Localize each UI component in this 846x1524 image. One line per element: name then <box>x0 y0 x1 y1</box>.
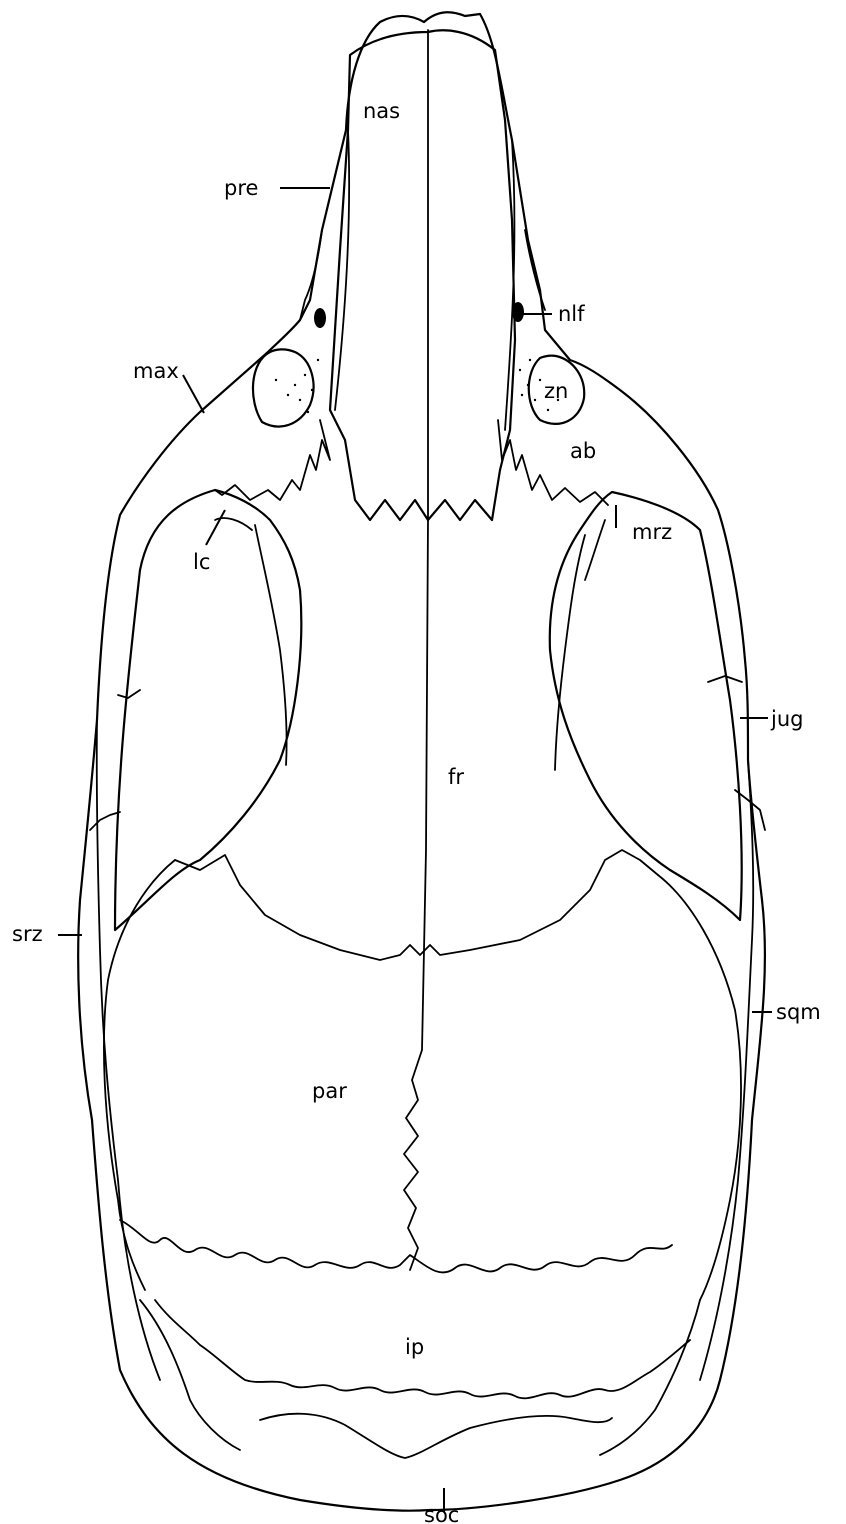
parietal-boundary-right <box>658 875 741 1300</box>
foramen-right <box>512 302 524 322</box>
jugal-suture-left <box>118 690 140 698</box>
midline-suture <box>404 30 428 1270</box>
zygomatic-notch-left <box>253 349 314 426</box>
label-srz: srz <box>12 922 43 946</box>
label-ab: ab <box>570 439 596 463</box>
occipital-flange-right <box>600 1300 700 1455</box>
lc-leader <box>206 510 225 545</box>
label-fr: fr <box>448 765 464 789</box>
leader-lines <box>58 188 772 1512</box>
max-leader <box>183 375 204 413</box>
foramen-left <box>314 308 326 328</box>
label-zn: zn <box>544 379 568 403</box>
maxilla-serration-left <box>215 420 330 500</box>
supraoccipital-line <box>260 1414 612 1458</box>
frontoparietal-suture <box>175 850 658 960</box>
label-lc: lc <box>193 550 210 574</box>
label-sqm: sqm <box>776 1000 821 1024</box>
label-max: max <box>133 359 179 383</box>
labels: nas pre nlf max zn ab lc mrz jug fr srz … <box>12 99 821 1524</box>
skull-outline <box>78 12 765 1510</box>
nasal-bones <box>330 30 515 520</box>
orbit-left-inner <box>255 525 287 765</box>
label-nas: nas <box>363 99 400 123</box>
nasal-inner-left <box>335 130 349 410</box>
lambdoid-suture-upper <box>120 1220 672 1272</box>
jugal-suture-right <box>708 676 742 682</box>
label-par: par <box>312 1079 347 1103</box>
label-mrz: mrz <box>632 520 672 544</box>
label-jug: jug <box>770 707 803 731</box>
label-soc: soc <box>424 1503 459 1524</box>
mrz-detail <box>585 520 605 580</box>
squamosal-suture-left <box>90 812 120 830</box>
label-nlf: nlf <box>558 302 585 326</box>
label-ip: ip <box>405 1335 424 1359</box>
label-pre: pre <box>224 176 258 200</box>
stippling <box>275 359 559 413</box>
squamosal-line-right <box>700 760 753 1380</box>
orbit-right <box>550 492 742 920</box>
